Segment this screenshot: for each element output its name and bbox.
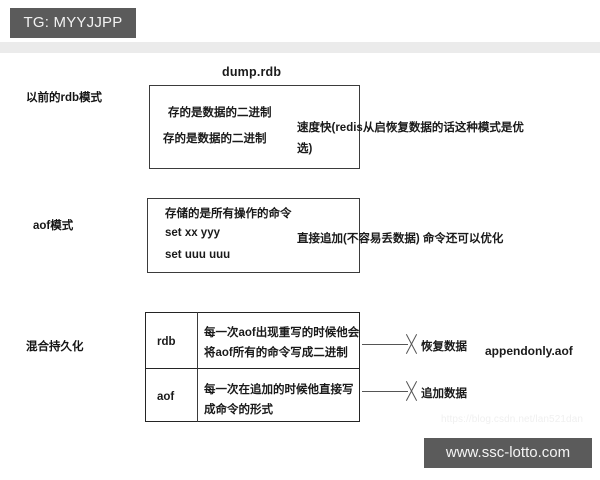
rdb-box [149,85,360,169]
label-appendonly-aof: appendonly.aof [485,344,573,358]
header-strip [0,42,600,53]
section-label-aof: aof模式 [33,220,74,232]
aof-box [147,198,360,273]
arrow-label-append: 追加数据 [421,388,467,400]
rdb-box-line-1: 存的是数据的二进制 [168,107,272,119]
arrow-cross-icon-recover [404,333,420,355]
csdn-watermark: https://blog.csdn.net/lan521dan [440,414,584,425]
top-watermark-banner: TG: MYYJJPP [10,8,136,38]
rdb-box-line-2: 存的是数据的二进制 [163,133,267,145]
arrow-cross-icon-append [404,380,420,402]
aof-box-line-1: 存储的是所有操作的命令 [165,208,292,220]
arrow-label-recover: 恢复数据 [421,341,467,353]
aof-note: 直接追加(不容易丢数据) 命令还可以优化 [297,233,504,245]
rdb-note: 速度快(redis从启恢复数据的话这种模式是优选) [297,122,524,155]
section-label-rdb: 以前的rdb模式 [26,92,103,104]
bottom-watermark-banner: www.ssc-lotto.com [424,438,592,468]
mixed-table [145,312,360,422]
mixed-table-column-divider [197,312,198,422]
aof-box-line-2: set xx yyy [165,227,220,239]
aof-box-line-3: set uuu uuu [165,249,231,261]
mixed-row-text-rdb: 每一次aof出现重写的时候他会将aof所有的命令写成二进制 [204,327,360,359]
mixed-row-text-aof: 每一次在追加的时候他直接写成命令的形式 [204,384,354,416]
connector-line-recover [362,344,408,345]
caption-dump-rdb: dump.rdb [222,65,282,79]
mixed-row-key-rdb: rdb [157,336,176,348]
connector-line-append [362,391,408,392]
mixed-table-row-divider [145,368,360,369]
section-label-mixed: 混合持久化 [26,341,84,353]
mixed-row-key-aof: aof [157,391,175,403]
